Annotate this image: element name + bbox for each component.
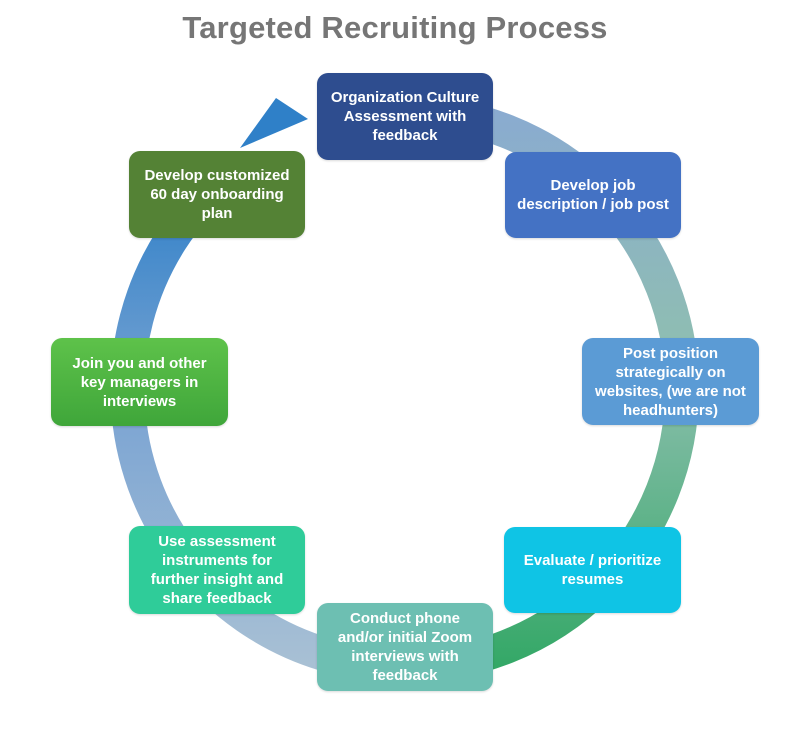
step-4-evaluate-resumes: Evaluate / prioritize resumes (504, 527, 681, 613)
step-5-conduct-interviews: Conduct phone and/or initial Zoom interv… (317, 603, 493, 691)
step-3-post-position: Post position strategically on websites,… (582, 338, 759, 425)
diagram-title: Targeted Recruiting Process (182, 10, 608, 45)
step-2-job-description: Develop job description / job post (505, 152, 681, 238)
step-8-onboarding-plan: Develop customized 60 day onboarding pla… (129, 151, 305, 238)
step-7-join-interviews: Join you and other key managers in inter… (51, 338, 228, 426)
ring-left-arc (110, 165, 406, 684)
step-1-culture-assessment: Organization Culture Assessment with fee… (317, 73, 493, 160)
step-6-assessment-instruments: Use assessment instruments for further i… (129, 526, 305, 614)
arrow-head-icon (240, 98, 308, 148)
